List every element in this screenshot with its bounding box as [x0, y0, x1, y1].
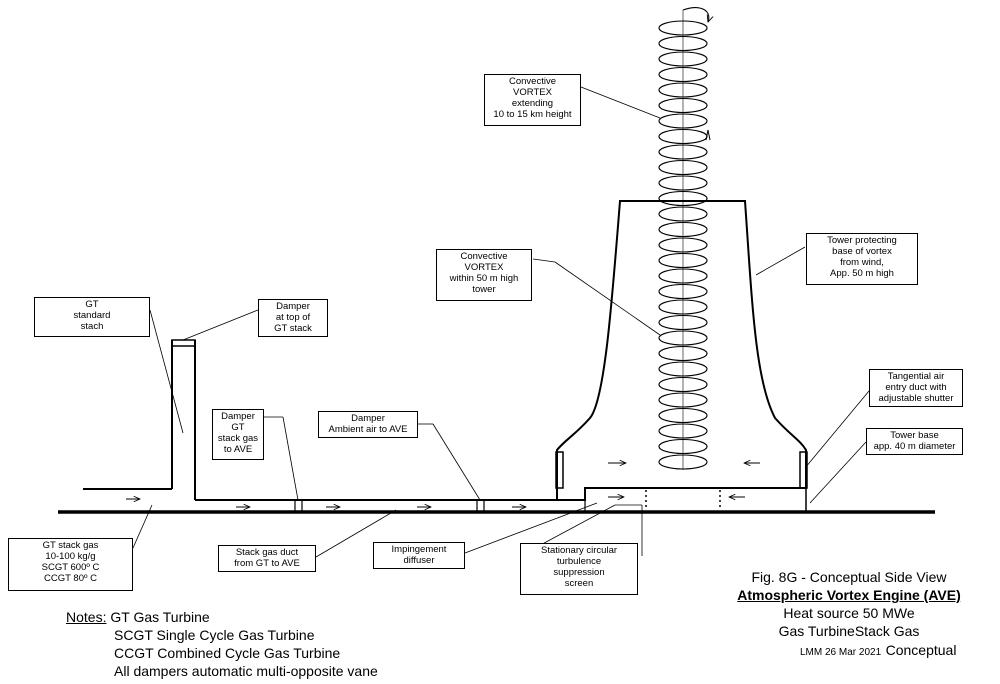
label-line: from wind, — [840, 257, 884, 268]
label-stack-duct: Stack gas duct from GT to AVE — [218, 545, 316, 572]
label-gt-stack-gas: GT stack gas 10-100 kg/g SCGT 600º C CCG… — [8, 538, 133, 591]
label-line: Tower base — [890, 430, 939, 441]
label-line: within 50 m high — [449, 273, 519, 284]
notes-row: CCGT Combined Cycle Gas Turbine — [66, 644, 378, 662]
label-vortex-tower: Convective VORTEX within 50 m high tower — [436, 249, 532, 301]
label-line: Damper — [276, 301, 310, 312]
fig-date-row: LMM 26 Mar 2021 Conceptual — [800, 642, 1000, 660]
label-line: Convective — [509, 76, 556, 87]
fig-line1: Heat source 50 MWe — [783, 605, 915, 621]
fig-label: Fig. 8G - Conceptual Side View — [751, 569, 947, 585]
label-line: Damper — [221, 411, 255, 422]
label-line: app. 40 m diameter — [873, 441, 956, 452]
label-line: from GT to AVE — [234, 558, 300, 569]
label-line: Impingement — [391, 544, 447, 555]
notes-row: All dampers automatic multi-opposite van… — [66, 662, 378, 680]
note-item: CCGT Combined Cycle Gas Turbine — [114, 645, 341, 661]
label-line: extending — [511, 98, 554, 109]
label-line: 10 to 15 km height — [493, 109, 572, 120]
label-tower-protect: Tower protecting base of vortex from win… — [806, 233, 918, 285]
label-line: stack gas — [217, 433, 259, 444]
label-damper-ambient: Damper Ambient air to AVE — [318, 411, 418, 438]
notes: Notes: GT Gas Turbine SCGT Single Cycle … — [66, 608, 378, 680]
fig-date: LMM 26 Mar 2021 — [800, 647, 882, 658]
fig-line2: Gas TurbineStack Gas — [778, 623, 920, 639]
label-line: adjustable shutter — [878, 393, 954, 404]
fig-title: Atmospheric Vortex Engine (AVE) — [737, 587, 961, 603]
notes-heading: Notes: — [66, 609, 107, 625]
label-line: Tower protecting — [827, 235, 897, 246]
label-line: CCGT 80º C — [44, 573, 97, 584]
label-gt-stack: GT standard stach — [34, 297, 150, 337]
label-impingement: Impingement diffuser — [373, 542, 465, 569]
label-line: tower — [472, 284, 496, 295]
left-shutter — [555, 451, 564, 489]
label-line: Convective — [460, 251, 508, 262]
label-vortex-top: Convective VORTEX extending 10 to 15 km … — [484, 74, 581, 126]
label-line: Ambient air to AVE — [328, 424, 408, 435]
label-line: Tangential air — [887, 371, 945, 382]
note-item: GT Gas Turbine — [110, 609, 210, 625]
stack-gas-duct — [195, 499, 557, 513]
label-line: GT — [85, 299, 99, 310]
label-tangential: Tangential air entry duct with adjustabl… — [869, 369, 963, 407]
vortex-top-arrow — [682, 7, 709, 22]
note-item: SCGT Single Cycle Gas Turbine — [114, 627, 315, 643]
label-line: turbulence — [556, 556, 602, 567]
label-tower-base: Tower base app. 40 m diameter — [866, 428, 963, 455]
label-damper-top: Damper at top of GT stack — [258, 299, 328, 337]
label-damper-gt: Damper GT stack gas to AVE — [212, 409, 264, 460]
label-line: entry duct with — [885, 382, 947, 393]
label-line: VORTEX — [464, 262, 504, 273]
flow-arrows — [126, 463, 760, 507]
gt-stack — [83, 339, 196, 500]
label-line: GT stack — [274, 323, 312, 334]
label-line: at top of — [275, 312, 311, 323]
notes-row: SCGT Single Cycle Gas Turbine — [66, 626, 378, 644]
notes-row: Notes: GT Gas Turbine — [66, 608, 378, 626]
label-line: VORTEX — [513, 87, 552, 98]
label-line: Stack gas duct — [235, 547, 299, 558]
label-screen: Stationary circular turbulence suppressi… — [520, 543, 638, 595]
label-line: base of vortex — [832, 246, 892, 257]
label-line: 10-100 kg/g — [45, 551, 96, 562]
label-line: screen — [564, 578, 594, 589]
leader-lines — [132, 86, 870, 558]
label-line: to AVE — [223, 444, 253, 455]
label-line: GT — [231, 422, 245, 433]
label-line: suppression — [553, 567, 605, 578]
label-line: diffuser — [403, 555, 435, 566]
fig-status: Conceptual — [885, 642, 957, 658]
right-shutter — [799, 451, 808, 489]
label-line: Damper — [351, 413, 385, 424]
figure-caption: Fig. 8G - Conceptual Side View Atmospher… — [706, 568, 992, 640]
label-line: GT stack gas — [42, 540, 99, 551]
label-line: App. 50 m high — [830, 268, 894, 279]
label-line: stach — [80, 321, 104, 332]
label-line: Stationary circular — [540, 545, 618, 556]
label-line: SCGT 600º C — [41, 562, 100, 573]
note-item: All dampers automatic multi-opposite van… — [114, 663, 378, 679]
label-line: standard — [73, 310, 111, 321]
